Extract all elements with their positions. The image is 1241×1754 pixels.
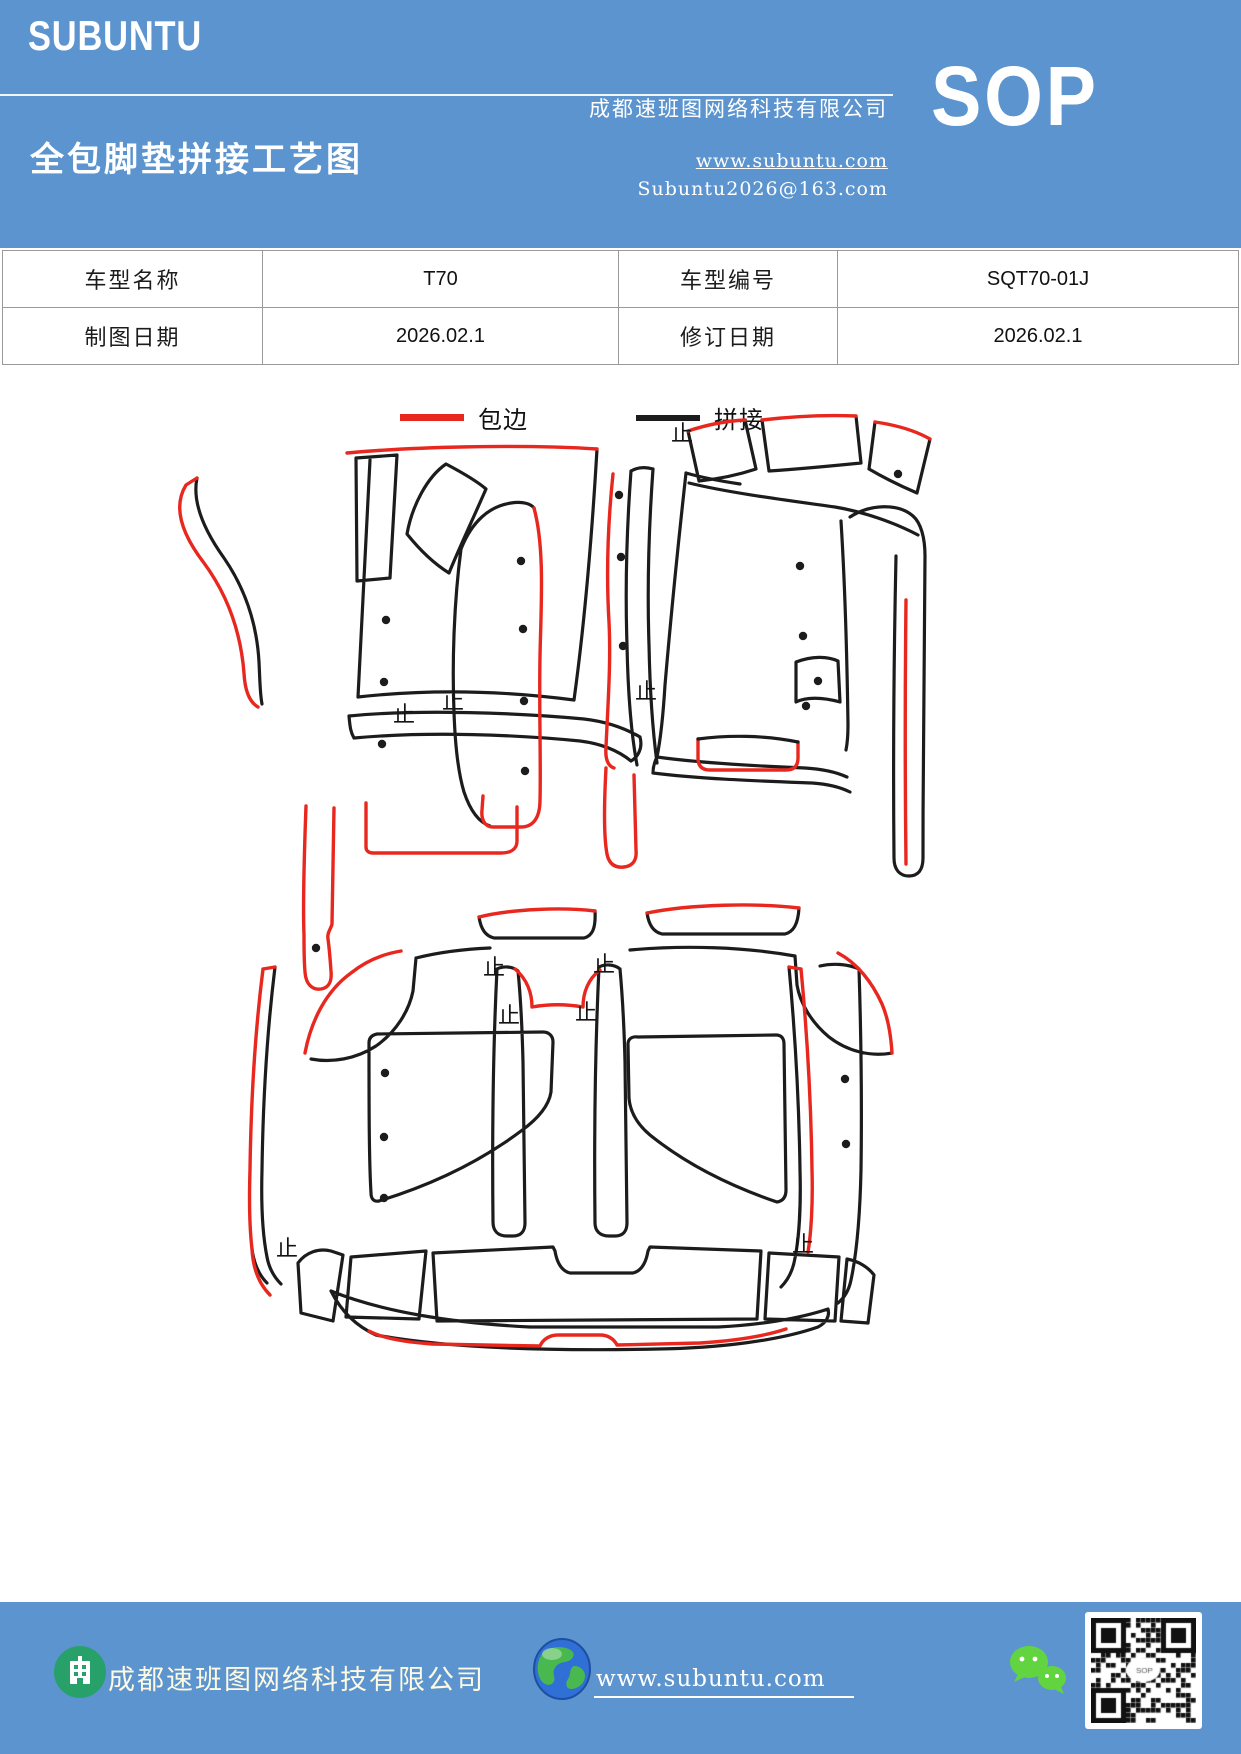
stop-marker: 止 — [442, 689, 464, 714]
stop-marker: 止 — [792, 1232, 814, 1257]
stop-marker: 止 — [276, 1236, 298, 1261]
stop-marker: 止 — [393, 702, 415, 727]
page-title: 全包脚垫拼接工艺图 — [30, 142, 363, 179]
header-divider — [0, 94, 893, 96]
qr-code — [1085, 1612, 1202, 1729]
vehicle-info-table: 车型名称 T70 车型编号 SQT70-01J 制图日期 2026.02.1 修… — [2, 250, 1239, 365]
draw-date-label: 制图日期 — [2, 307, 263, 365]
model-code-label: 车型编号 — [618, 250, 838, 308]
header-email[interactable]: Subuntu2026@163.com — [637, 178, 888, 200]
footer-company-name: 成都速班图网络科技有限公司 — [108, 1665, 485, 1695]
revise-date-value: 2026.02.1 — [837, 307, 1239, 365]
footer-website-link[interactable]: www.subuntu.com — [594, 1666, 854, 1698]
revise-date-label: 修订日期 — [618, 307, 838, 365]
model-name-label: 车型名称 — [2, 250, 263, 308]
draw-date-value: 2026.02.1 — [262, 307, 619, 365]
stop-marker: 止 — [635, 679, 657, 704]
stop-marker: 止 — [498, 1003, 520, 1028]
header-band: SUBUNTU 全包脚垫拼接工艺图 成都速班图网络科技有限公司 www.subu… — [0, 0, 1241, 248]
wechat-icon — [1010, 1646, 1066, 1694]
globe-icon — [533, 1638, 591, 1700]
front-right-mat-drawing: 止 止 — [602, 413, 932, 878]
sop-label: SOP — [931, 49, 1099, 143]
stop-marker: 止 — [593, 952, 615, 977]
stop-marker: 止 — [483, 955, 505, 980]
model-code-value: SQT70-01J — [837, 250, 1239, 308]
front-left-mat-drawing: 止 止 — [178, 444, 643, 991]
stop-marker: 止 — [575, 1000, 597, 1025]
header-company-name: 成都速班图网络科技有限公司 — [589, 97, 888, 121]
legend-binding-label: 包边 — [478, 408, 528, 434]
stop-marker: 止 — [671, 421, 693, 446]
model-name-value: T70 — [262, 250, 619, 308]
rear-mat-drawing: 止 止 止 止 止 止 — [247, 903, 894, 1352]
splice-color-swatch — [636, 414, 700, 421]
building-icon — [54, 1646, 106, 1698]
table-row: 制图日期 2026.02.1 修订日期 2026.02.1 — [2, 307, 1239, 365]
binding-color-swatch — [400, 414, 464, 421]
footer-band — [0, 1602, 1241, 1754]
legend-binding: 包边 — [400, 400, 528, 435]
table-row: 车型名称 T70 车型编号 SQT70-01J — [2, 250, 1239, 308]
brand-logo: SUBUNTU — [28, 12, 203, 59]
header-website-link[interactable]: www.subuntu.com — [695, 150, 888, 172]
